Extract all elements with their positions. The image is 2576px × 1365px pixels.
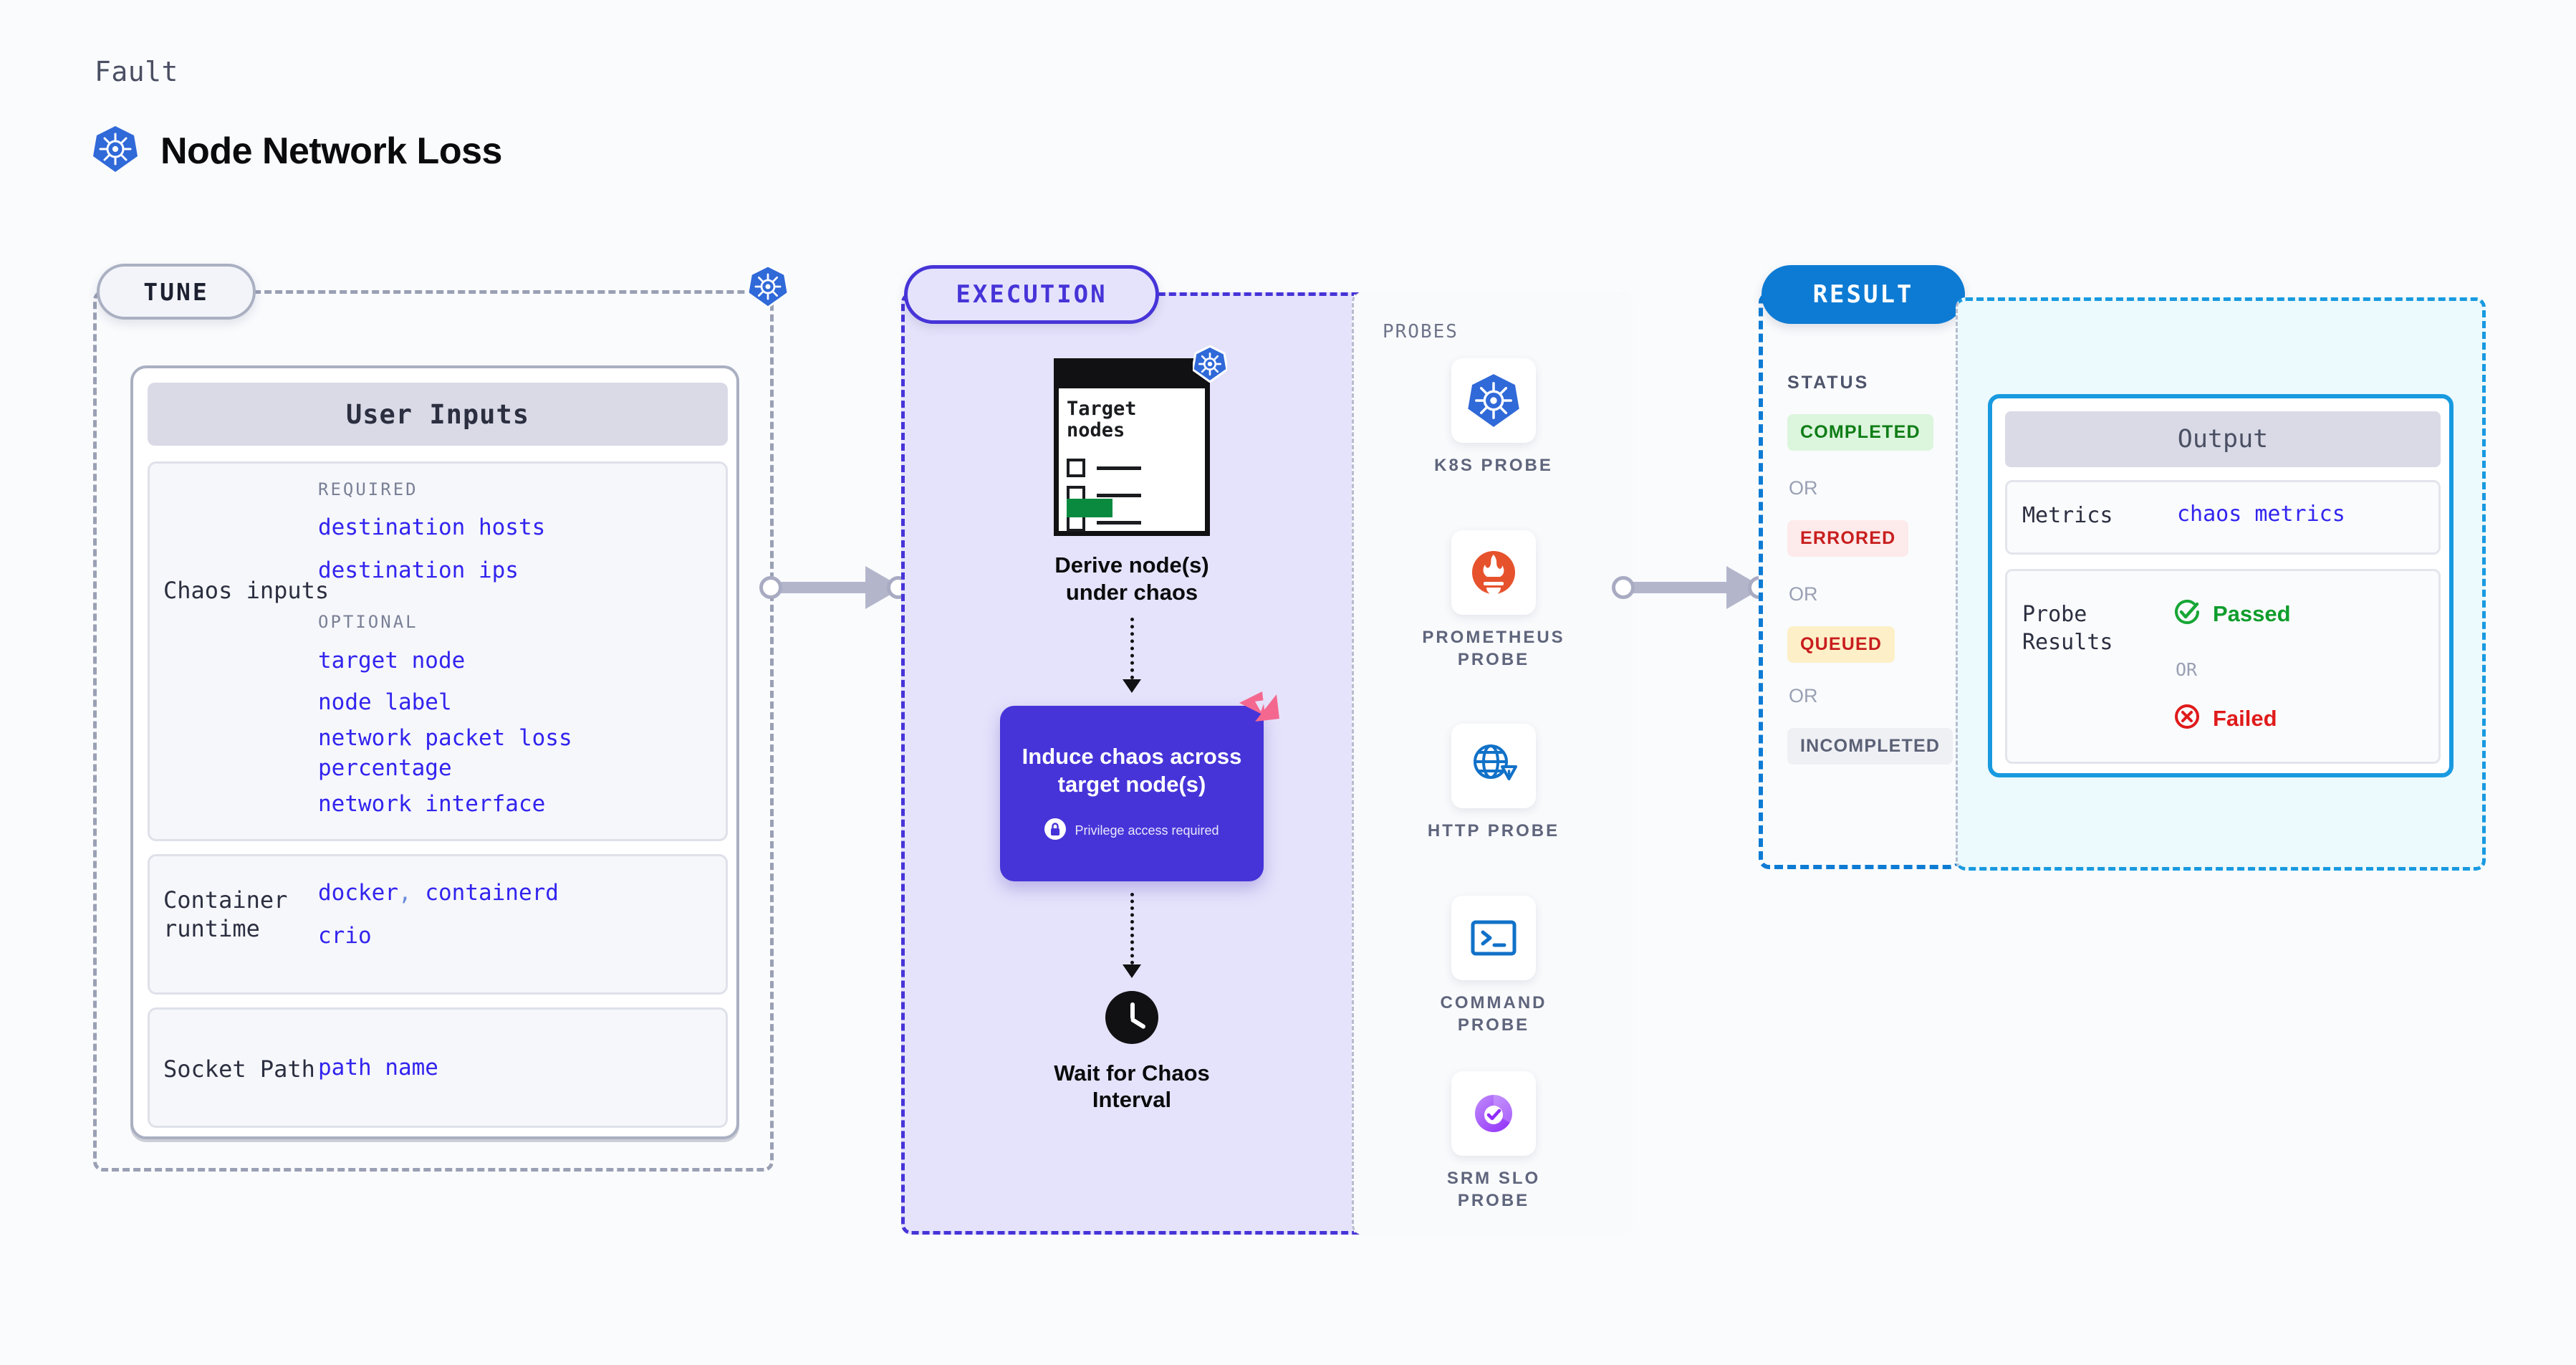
probe-name: COMMAND PROBE <box>1440 993 1547 1035</box>
flow-connector-2 <box>1130 892 1134 964</box>
status-badge-incompleted: INCOMPLETED <box>1787 728 1953 765</box>
or-separator: OR <box>1789 583 1818 605</box>
probe-prometheus[interactable]: PROMETHEUS PROBE <box>1404 530 1583 671</box>
prometheus-icon <box>1451 530 1536 615</box>
user-inputs-title: User Inputs <box>148 383 728 446</box>
doc-title: Target nodes <box>1067 398 1137 442</box>
connector-tune-to-execution <box>759 566 913 609</box>
optional-tag: OPTIONAL <box>318 612 418 632</box>
harness-logo <box>1234 687 1282 739</box>
result-panel <box>1759 292 1959 869</box>
probe-name: HTTP PROBE <box>1427 821 1560 840</box>
step-label-derive-nodes: Derive node(s) under chaos <box>1054 552 1209 605</box>
flow-arrow-1 <box>1123 679 1141 693</box>
or-separator: OR <box>1789 685 1818 707</box>
runtime-value-crio[interactable]: crio <box>318 923 372 949</box>
probe-name: K8S PROBE <box>1434 456 1553 475</box>
slo-donut-icon <box>1451 1071 1536 1156</box>
probe-results-box <box>2005 569 2441 764</box>
metrics-label: Metrics <box>2022 503 2113 528</box>
input-target-node[interactable]: target node <box>318 648 466 674</box>
connector-execution-to-result <box>1612 566 1777 609</box>
clock-icon <box>1105 990 1158 1044</box>
kubernetes-badge-tune <box>746 264 789 312</box>
required-tag: REQUIRED <box>318 479 418 499</box>
stage-pill-result[interactable]: RESULT <box>1762 265 1965 324</box>
metrics-value[interactable]: chaos metrics <box>2177 502 2345 527</box>
probe-command[interactable]: COMMAND PROBE <box>1404 896 1583 1036</box>
probe-srm-slo[interactable]: SRM SLO PROBE <box>1404 1071 1583 1212</box>
status-label: STATUS <box>1787 373 1870 393</box>
probe-result-failed: Failed <box>2173 702 2277 734</box>
or-separator: OR <box>1789 477 1818 499</box>
probe-k8s[interactable]: K8S PROBE <box>1404 358 1583 476</box>
flow-connector-1 <box>1130 617 1134 679</box>
chaos-inputs-label: Chaos inputs <box>163 577 330 604</box>
runtime-values-line-1[interactable]: docker, containerd <box>318 880 559 906</box>
input-destination-hosts[interactable]: destination hosts <box>318 514 546 540</box>
socket-path-label: Socket Path <box>163 1055 315 1083</box>
execution-steps: Target nodes Derive node(s) under <box>931 345 1332 1113</box>
lock-icon <box>1044 818 1067 843</box>
kubernetes-icon <box>1451 358 1536 443</box>
flow-arrow-2 <box>1123 964 1141 978</box>
privilege-note-text: Privilege access required <box>1075 823 1219 838</box>
input-node-label[interactable]: node label <box>318 689 452 715</box>
failed-text: Failed <box>2213 705 2277 731</box>
chaos-inputs-box <box>148 461 728 841</box>
socket-path-value[interactable]: path name <box>318 1055 438 1081</box>
input-network-packet-loss-percentage[interactable]: network packet loss percentage <box>318 725 572 781</box>
page-title-row: Node Network Loss <box>93 125 502 176</box>
container-runtime-box <box>148 854 728 995</box>
page-eyebrow: Fault <box>95 56 178 87</box>
user-inputs-card: User Inputs Chaos inputs REQUIRED destin… <box>130 365 739 1139</box>
input-destination-ips[interactable]: destination ips <box>318 557 519 583</box>
probe-name: PROMETHEUS PROBE <box>1422 628 1565 670</box>
induce-chaos-card[interactable]: Induce chaos across target node(s) Privi… <box>1000 691 1279 881</box>
output-card: Output Metrics chaos metrics Probe Resul… <box>1988 394 2454 777</box>
close-circle-icon <box>2173 702 2201 734</box>
probe-http[interactable]: HTTP PROBE <box>1404 724 1583 842</box>
status-badge-queued: QUEUED <box>1787 626 1895 663</box>
container-runtime-label: Container runtime <box>163 886 288 942</box>
probes-title: PROBES <box>1383 321 1458 343</box>
output-card-title: Output <box>2005 411 2441 467</box>
socket-path-box <box>148 1007 728 1128</box>
target-nodes-doc-icon: Target nodes <box>1054 345 1229 536</box>
passed-text: Passed <box>2213 600 2291 626</box>
status-badge-errored: ERRORED <box>1787 520 1909 557</box>
or-separator: OR <box>2176 659 2198 680</box>
input-network-interface[interactable]: network interface <box>318 791 546 817</box>
check-circle-icon <box>2173 598 2201 630</box>
privilege-note: Privilege access required <box>1044 818 1219 843</box>
probe-result-passed: Passed <box>2173 598 2291 630</box>
terminal-icon <box>1451 896 1536 980</box>
probe-results-label: Probe Results <box>2022 602 2113 655</box>
step-label-wait-interval: Wait for Chaos Interval <box>1054 1060 1210 1113</box>
stage-pill-execution[interactable]: EXECUTION <box>904 265 1159 324</box>
page-title: Node Network Loss <box>160 130 502 172</box>
kubernetes-icon <box>1191 345 1229 386</box>
globe-warning-icon <box>1451 724 1536 808</box>
stage-pill-tune[interactable]: TUNE <box>97 264 256 320</box>
kubernetes-icon <box>93 125 138 176</box>
metrics-box <box>2005 480 2441 555</box>
probe-name: SRM SLO PROBE <box>1446 1169 1541 1211</box>
induce-chaos-title: Induce chaos across target node(s) <box>1022 743 1242 797</box>
status-badge-completed: COMPLETED <box>1787 414 1933 451</box>
